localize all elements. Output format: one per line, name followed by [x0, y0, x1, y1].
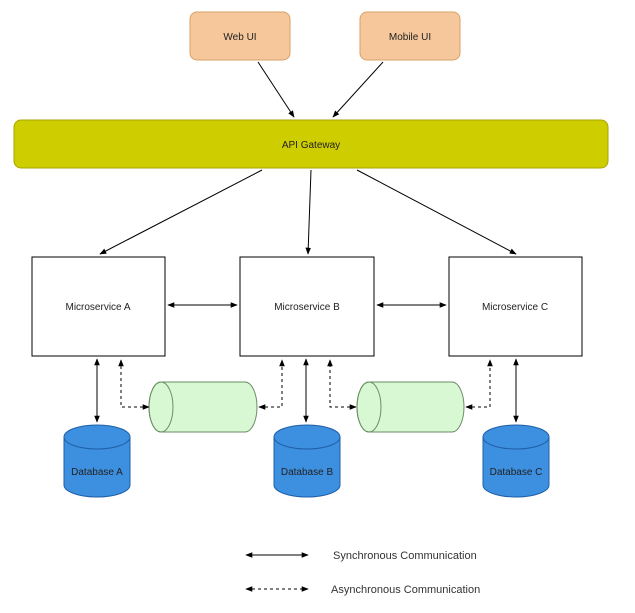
gateway-to-service-c-arrow	[356, 169, 517, 255]
gateway-to-service-a-arrow	[99, 169, 263, 255]
queue1-to-service-a-async-arrow	[118, 359, 150, 410]
microservice-a-node: Microservice A	[31, 256, 166, 357]
microservice-c-label: Microservice C	[482, 302, 548, 313]
web-ui-to-gateway-arrow	[257, 61, 295, 118]
mobile-ui-node: Mobile UI	[359, 11, 461, 61]
database-a-label: Database A	[71, 467, 123, 478]
api-gateway-node: API Gateway	[13, 119, 609, 169]
database-c-node: Database C	[482, 424, 550, 498]
legend-sync-label: Synchronous Communication	[333, 550, 477, 562]
mobile-ui-to-gateway-arrow	[332, 61, 384, 118]
web-ui-label: Web UI	[223, 32, 256, 43]
microservice-b-node: Microservice B	[239, 256, 375, 357]
database-c-label: Database C	[490, 467, 543, 478]
queue1-to-service-b-async-arrow	[258, 359, 285, 410]
database-b-node: Database B	[273, 424, 341, 498]
message-queue-1	[148, 381, 258, 433]
microservice-c-node: Microservice C	[448, 256, 583, 357]
queue2-to-service-c-async-arrow	[465, 359, 493, 410]
web-ui-node: Web UI	[189, 11, 291, 61]
microservice-a-label: Microservice A	[65, 302, 130, 313]
api-gateway-label: API Gateway	[282, 140, 340, 151]
database-b-label: Database B	[281, 467, 334, 478]
database-a-node: Database A	[63, 424, 131, 498]
queue2-to-service-b-async-arrow	[327, 359, 357, 410]
legend-async-label: Asynchronous Communication	[331, 584, 480, 596]
message-queue-2	[356, 381, 465, 433]
legend: Synchronous Communication Asynchronous C…	[245, 550, 480, 596]
gateway-to-service-b-arrow	[305, 169, 312, 255]
mobile-ui-label: Mobile UI	[389, 32, 431, 43]
microservice-b-label: Microservice B	[274, 302, 340, 313]
